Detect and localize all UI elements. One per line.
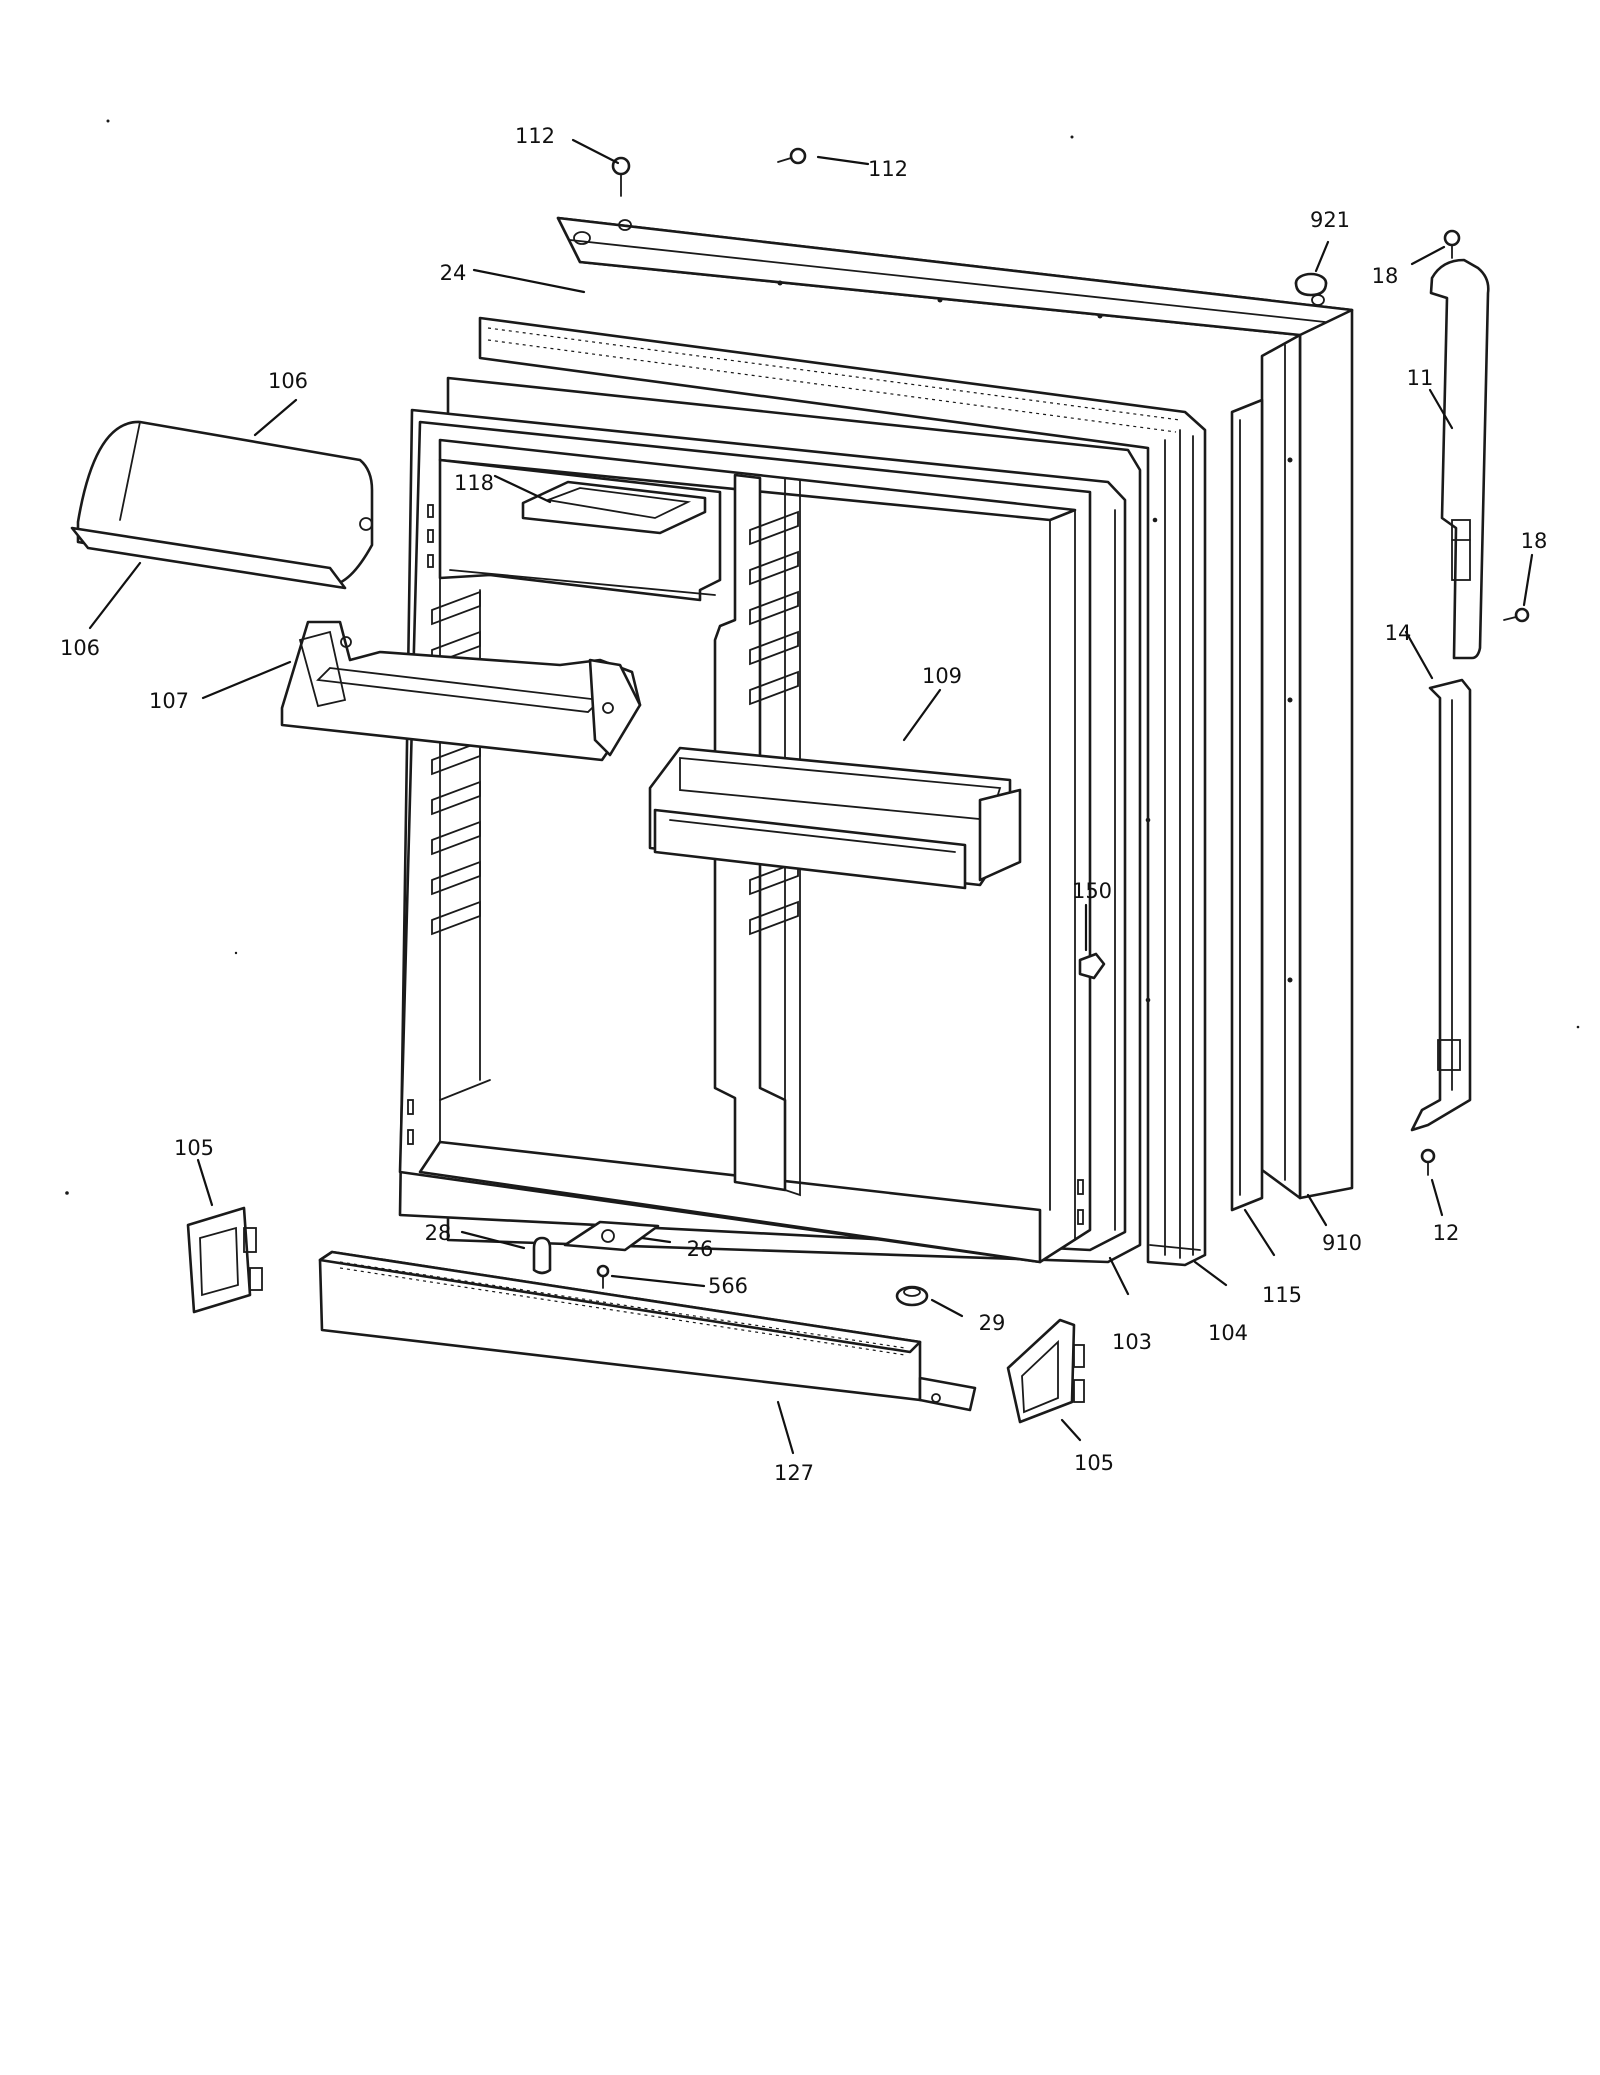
callout-921: 921 bbox=[1310, 208, 1350, 232]
callout-104: 104 bbox=[1208, 1321, 1248, 1345]
part-921-plug bbox=[1294, 272, 1328, 297]
callout-112: 112 bbox=[515, 124, 555, 148]
callout-910: 910 bbox=[1322, 1231, 1362, 1255]
leader-lines bbox=[88, 138, 1534, 1455]
part-18-screw-top bbox=[1443, 229, 1461, 259]
callout-150: 150 bbox=[1072, 879, 1112, 903]
callout-107: 107 bbox=[149, 689, 189, 713]
callout-18: 18 bbox=[1372, 264, 1399, 288]
part-109-bin bbox=[648, 746, 1022, 890]
callout-14: 14 bbox=[1385, 621, 1412, 645]
callout-24: 24 bbox=[440, 261, 467, 285]
callout-labels: 112 112 921 18 24 106 11 118 18 106 14 1… bbox=[60, 124, 1547, 1485]
callout-118: 118 bbox=[454, 471, 494, 495]
callout-115: 115 bbox=[1262, 1283, 1302, 1307]
part-26-plate bbox=[563, 1220, 660, 1252]
callout-103: 103 bbox=[1112, 1330, 1152, 1354]
part-105-bracket-left bbox=[186, 1206, 263, 1314]
callout-112: 112 bbox=[868, 157, 908, 181]
part-14-handle-trim bbox=[1410, 678, 1472, 1132]
callout-11: 11 bbox=[1407, 366, 1434, 390]
part-910-outer-door bbox=[556, 216, 1354, 1200]
part-112-screw-left bbox=[611, 156, 631, 197]
callout-106: 106 bbox=[60, 636, 100, 660]
callout-12: 12 bbox=[1433, 1221, 1460, 1245]
part-11-handle bbox=[1429, 258, 1490, 660]
callout-26: 26 bbox=[687, 1237, 714, 1261]
part-29-grommet bbox=[895, 1285, 929, 1307]
callout-106: 106 bbox=[268, 369, 308, 393]
callout-109: 109 bbox=[922, 664, 962, 688]
part-118-tray bbox=[521, 480, 707, 535]
part-107-shelf bbox=[280, 620, 642, 762]
callout-127: 127 bbox=[774, 1461, 814, 1485]
callout-105: 105 bbox=[1074, 1451, 1114, 1475]
part-104-gasket bbox=[478, 316, 1207, 1267]
part-115-trim-strip bbox=[1230, 398, 1264, 1212]
part-106-dairy-door bbox=[70, 420, 374, 590]
part-18-screw-side bbox=[1503, 607, 1530, 623]
callout-28: 28 bbox=[425, 1221, 452, 1245]
callout-18: 18 bbox=[1521, 529, 1548, 553]
part-566-screw bbox=[596, 1264, 610, 1289]
part-105-bracket-right bbox=[1006, 1318, 1085, 1424]
part-12-screw bbox=[1420, 1148, 1436, 1176]
part-127-bottom-trim bbox=[318, 1250, 977, 1412]
part-28-pin bbox=[532, 1236, 552, 1275]
callout-29: 29 bbox=[979, 1311, 1006, 1335]
callout-105: 105 bbox=[174, 1136, 214, 1160]
part-150-fastener bbox=[1078, 952, 1106, 980]
callout-566: 566 bbox=[708, 1274, 748, 1298]
part-112-screw-right bbox=[777, 147, 807, 165]
